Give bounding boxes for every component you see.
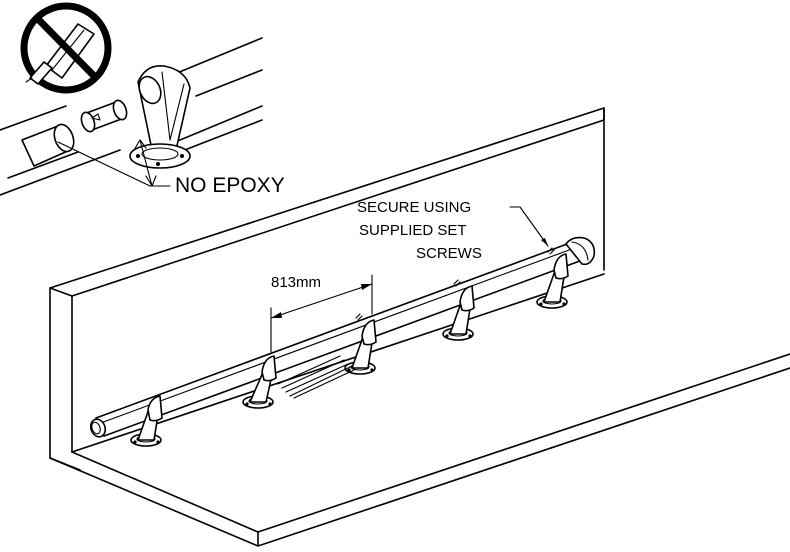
rail-end-cap-left-inner — [91, 421, 101, 435]
rail-tube — [95, 239, 589, 437]
dimension-813 — [270, 274, 373, 353]
bracket — [442, 285, 475, 341]
no-epoxy-label: NO EPOXY — [175, 174, 285, 197]
set-screws — [355, 247, 555, 321]
floor-thickness — [49, 367, 790, 547]
bracket — [130, 395, 163, 447]
bracket — [242, 355, 277, 409]
bracket — [536, 253, 569, 309]
detail-rail-exploded — [0, 37, 263, 196]
secure-note-line3: SCREWS — [416, 245, 482, 262]
no-glue-prohibition-icon — [20, 2, 112, 94]
bracket — [344, 319, 377, 375]
wall-and-floor — [49, 107, 790, 547]
secure-note-leader — [509, 206, 549, 247]
floor-outline — [71, 353, 790, 533]
secure-note-line1: SECURE USING — [357, 199, 471, 216]
splice-hatching — [277, 355, 355, 399]
handrail — [89, 236, 596, 438]
no-epoxy-leaders — [57, 139, 171, 187]
dimension-label: 813mm — [271, 274, 321, 291]
rail-highlight — [97, 245, 581, 425]
secure-note-line2: SUPPLIED SET — [359, 222, 467, 239]
